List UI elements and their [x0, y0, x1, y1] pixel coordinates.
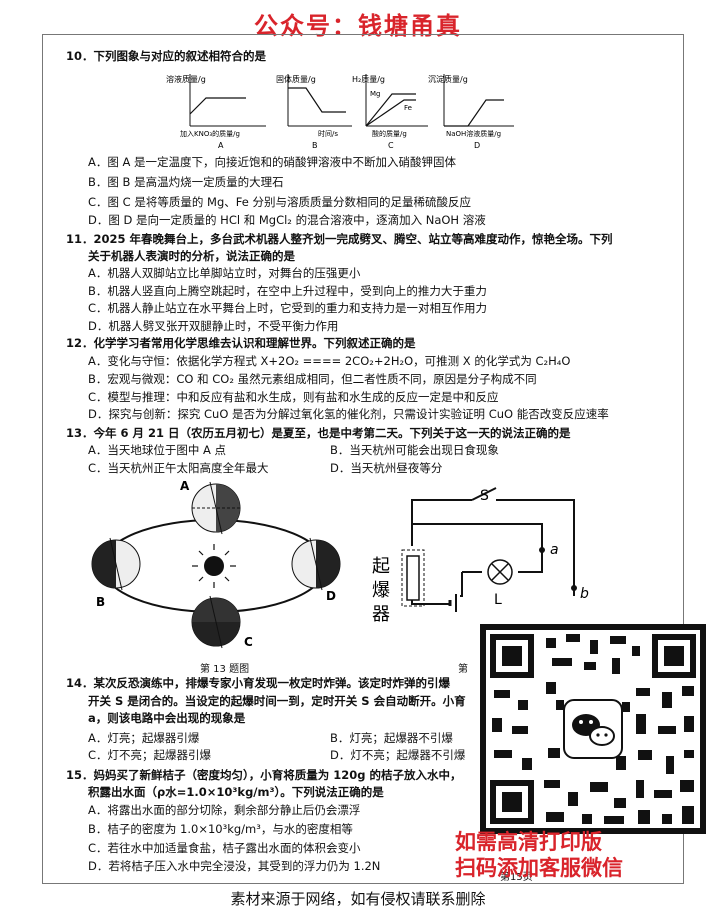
graph-c-xlabel: 酸的质量/g	[372, 129, 407, 138]
node-a-icon	[539, 547, 545, 553]
q14-stem-1: 14．某次反恐演练中，排爆专家小育发现一枚定时炸弹。该定时炸弹的引爆	[66, 676, 450, 690]
q12-stem: 12．化学学习者常用化学思维去认识和理解世界。下列叙述正确的是	[66, 336, 416, 350]
q10-stem: 10．下列图象与对应的叙述相符合的是	[66, 49, 267, 63]
q13-stem: 13．今年 6 月 21 日（农历五月初七）是夏至，也是中考第二天。下列关于这一…	[66, 426, 571, 440]
page-number: 第15页	[500, 872, 533, 883]
q15-option-a: A．将露出水面的部分切除，剩余部分静止后仍会漂浮	[88, 803, 361, 817]
detonator-label-3: 器	[372, 604, 390, 625]
q11-option-d: D．机器人劈叉张开双腿静止时，不受平衡力作用	[88, 319, 339, 333]
earth-c-icon	[191, 595, 241, 649]
node-b-label: b	[580, 586, 589, 602]
earth-b-icon	[91, 537, 141, 591]
graph-c-series-fe: Fe	[404, 104, 412, 112]
q14-caption: 第	[458, 664, 468, 675]
q14-option-c: C．灯不亮；起爆器引爆	[88, 748, 212, 762]
earth-d-icon	[291, 537, 341, 591]
header-title: 公众号：钱塘甬真	[254, 12, 462, 40]
q14-option-b: B．灯亮；起爆器不引爆	[330, 731, 453, 745]
graph-a-label: A	[218, 141, 224, 150]
q11-option-c: C．机器人静止站立在水平舞台上时，它受到的重力和支持力是一对相互作用力	[88, 301, 488, 315]
q12-option-c: C．模型与推理：中和反应有盐和水生成，则有盐和水生成的反应一定是中和反应	[88, 390, 499, 404]
q15-stem-2: 积露出水面（ρ水=1.0×10³kg/m³）。下列说法正确的是	[88, 785, 384, 799]
graph-b-label: B	[312, 141, 318, 150]
promo-line-1: 如需高清打印版	[455, 830, 602, 854]
q13-caption: 第 13 题图	[200, 664, 250, 675]
lamp-l-icon	[487, 559, 513, 585]
q13-option-a: A．当天地球位于图中 A 点	[88, 443, 227, 457]
q10-option-b: B．图 B 是高温灼烧一定质量的大理石	[88, 175, 284, 189]
promo-line-2: 扫码添加客服微信	[455, 856, 623, 880]
q15-option-d: D．若将桔子压入水中完全浸没，其受到的浮力仍为 1.2N	[88, 859, 381, 873]
graph-d: 沉淀质量/g NaOH溶液质量/g D	[428, 74, 514, 150]
graph-c-label: C	[388, 141, 394, 150]
switch-s-icon	[471, 487, 497, 501]
earth-a-icon	[191, 481, 241, 535]
q15-stem-1: 15．妈妈买了新鲜桔子（密度均匀），小育将质量为 120g 的桔子放入水中，	[66, 768, 462, 782]
graph-d-label: D	[474, 141, 480, 150]
graph-c-ylabel: H₂质量/g	[352, 74, 385, 84]
q14-option-a: A．灯亮；起爆器引爆	[88, 731, 200, 745]
q10-option-d: D．图 D 是向一定质量的 HCl 和 MgCl₂ 的混合溶液中，逐滴加入 Na…	[88, 213, 486, 227]
q11-stem-1: 11．2025 年春晚舞台上，多台武术机器人整齐划一完成劈叉、腾空、站立等高难度…	[66, 232, 613, 246]
circuit-diagram: 起 爆 器 S L a b	[372, 487, 589, 625]
detonator-label-2: 爆	[372, 580, 390, 601]
graph-a-ylabel: 溶液质量/g	[166, 74, 206, 84]
page-border	[42, 34, 684, 884]
q13-option-d: D．当天杭州昼夜等分	[330, 461, 443, 475]
switch-label: S	[480, 488, 489, 504]
lamp-label: L	[494, 592, 502, 608]
graph-b-ylabel: 固体质量/g	[276, 74, 316, 84]
wechat-qr-code[interactable]	[480, 624, 706, 834]
q14-option-d: D．灯不亮；起爆器不引爆	[330, 748, 466, 762]
node-b-icon	[571, 585, 577, 591]
orbit-diagram: A B C D	[91, 479, 341, 649]
wechat-icon	[572, 714, 615, 746]
q10-option-a: A．图 A 是一定温度下，向接近饱和的硝酸钾溶液中不断加入硝酸钾固体	[88, 155, 457, 169]
point-a-label: A	[180, 479, 190, 493]
detonator-box	[401, 549, 425, 607]
q15-option-c: C．若往水中加适量食盐，桔子露出水面的体积会变小	[88, 841, 361, 855]
footer-disclaimer: 素材来源于网络，如有侵权请联系删除	[230, 890, 486, 908]
graph-c-series-mg: Mg	[370, 90, 380, 98]
q10-option-c: C．图 C 是将等质量的 Mg、Fe 分别与溶质质量分数相同的足量稀硫酸反应	[88, 195, 471, 209]
q15-option-b: B．桔子的密度为 1.0×10³kg/m³，与水的密度相等	[88, 822, 353, 836]
graph-a: 溶液质量/g 加入KNO₃的质量/g A	[166, 74, 266, 150]
q13-option-b: B．当天杭州可能会出现日食现象	[330, 443, 499, 457]
detonator-label-1: 起	[372, 556, 390, 577]
graph-d-xlabel: NaOH溶液质量/g	[446, 129, 501, 138]
q11-stem-2: 关于机器人表演时的分析，说法正确的是	[88, 249, 295, 263]
point-b-label: B	[96, 595, 105, 609]
q14-stem-3: a，则该电路中会出现的现象是	[88, 711, 246, 725]
graph-d-ylabel: 沉淀质量/g	[428, 74, 468, 84]
graph-b-xlabel: 时间/s	[318, 129, 338, 138]
q13-option-c: C．当天杭州正午太阳高度全年最大	[88, 461, 269, 475]
graph-c: H₂质量/g Mg Fe 酸的质量/g C	[352, 74, 428, 150]
sun-icon	[204, 556, 224, 576]
q12-option-d: D．探究与创新：探究 CuO 是否为分解过氧化氢的催化剂，只需设计实验证明 Cu…	[88, 407, 609, 421]
q11-option-a: A．机器人双脚站立比单脚站立时，对舞台的压强更小	[88, 266, 361, 280]
q12-option-a: A．变化与守恒：依据化学方程式 X+2O₂ ==== 2CO₂+2H₂O，可推测…	[88, 354, 571, 368]
q11-option-b: B．机器人竖直向上腾空跳起时，在空中上升过程中，受到向上的推力大于重力	[88, 284, 487, 298]
point-c-label: C	[244, 635, 253, 649]
q14-stem-2: 开关 S 是闭合的。当设定的起爆时间一到，定时开关 S 会自动断开。小育	[88, 694, 466, 708]
point-d-label: D	[326, 589, 336, 603]
graph-a-xlabel: 加入KNO₃的质量/g	[180, 129, 240, 138]
node-a-label: a	[550, 542, 559, 558]
q12-option-b: B．宏观与微观：CO 和 CO₂ 虽然元素组成相同，但二者性质不同，原因是分子构…	[88, 372, 537, 386]
graph-b: 固体质量/g 时间/s B	[276, 74, 352, 150]
